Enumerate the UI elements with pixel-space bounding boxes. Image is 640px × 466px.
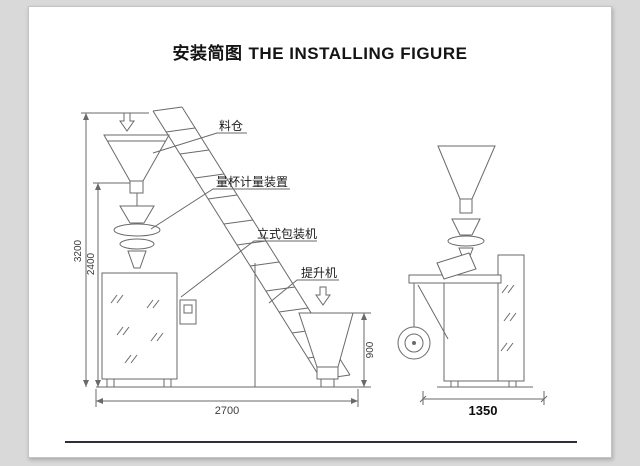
dimension-side-view-width-value: 1350	[469, 403, 498, 418]
side-table-brace	[417, 284, 449, 340]
control-panel	[179, 299, 197, 325]
elevator-hopper-legs	[320, 379, 335, 387]
measuring-device-side	[436, 218, 485, 280]
dimension-2700-lines	[95, 389, 359, 407]
callout-elevator-leader	[268, 279, 339, 304]
elevator-hopper	[298, 312, 354, 387]
dimension-900-lines	[353, 312, 371, 388]
dimension-1350-ticks	[419, 395, 548, 403]
side-view: 1350	[397, 145, 548, 418]
side-measuring-funnel	[451, 218, 481, 236]
side-column-hatch-marks	[500, 284, 517, 352]
page-title-cn: 安装简图	[172, 44, 243, 63]
side-table-top	[408, 274, 502, 284]
measuring-disc-lower	[119, 238, 155, 250]
callout-measuring-label: 量杯计量装置	[216, 175, 288, 189]
packing-machine-body	[101, 272, 197, 388]
dimension-elevator-hopper-height: 900	[353, 312, 376, 388]
installing-figure-diagram: 3200 2400	[65, 106, 577, 443]
callout-measuring-leader	[150, 188, 290, 230]
dimension-elevator-hopper-height-value: 900	[365, 341, 376, 358]
dimension-total-height: 3200	[73, 112, 149, 387]
side-foot-left	[450, 380, 459, 388]
dimension-3200-lines	[81, 112, 149, 387]
side-foot-right	[508, 380, 517, 388]
side-base	[437, 380, 533, 388]
film-roll-inner	[404, 333, 424, 353]
page-title-en: THE INSTALLING FIGURE	[248, 44, 468, 63]
side-column	[497, 254, 525, 382]
hopper-cone	[103, 134, 170, 182]
control-panel-screen	[183, 304, 193, 314]
dimension-floor-width: 2700	[95, 389, 359, 417]
callout-hopper-leader	[152, 132, 247, 154]
measuring-device-front	[113, 193, 161, 269]
side-hopper-cone	[437, 145, 496, 200]
hopper-neck	[129, 180, 144, 194]
dimension-total-height-value: 3200	[73, 239, 84, 262]
elevator-hopper-outlet	[316, 366, 339, 380]
dimension-floor-width-value: 2700	[215, 405, 239, 417]
elevator-hopper-cone	[298, 312, 354, 368]
callout-hopper: 料仓	[152, 119, 247, 154]
dimension-2400-lines	[93, 182, 130, 387]
film-roll	[397, 283, 431, 360]
cabinet-hatch-marks	[110, 294, 164, 364]
machine-cabinet	[101, 272, 178, 380]
callout-hopper-label: 料仓	[219, 119, 243, 133]
measuring-disc-upper	[113, 223, 161, 237]
dimension-side-view-width: 1350	[419, 391, 548, 418]
machine-foot-left	[106, 378, 115, 388]
dimension-1350-lines	[422, 391, 545, 405]
hopper-side	[437, 145, 496, 214]
down-arrow-icon	[119, 112, 135, 132]
callout-elevator: 提升机	[268, 265, 339, 304]
hopper-front	[103, 134, 170, 194]
callout-packing-label: 立式包装机	[257, 226, 317, 241]
down-arrow-icon	[315, 286, 331, 306]
film-roll-core	[412, 341, 416, 345]
side-hopper-neck	[459, 198, 473, 214]
measuring-outlet-cone	[127, 250, 147, 269]
front-view: 3200 2400	[73, 106, 376, 417]
callout-elevator-label: 提升机	[301, 265, 337, 280]
side-measuring-disc	[447, 235, 485, 247]
side-rear-column	[497, 254, 525, 382]
callout-packing-machine: 立式包装机	[180, 226, 317, 298]
dimension-machine-height: 2400	[86, 182, 130, 387]
dimension-machine-height-value: 2400	[86, 252, 97, 275]
callout-measuring-device: 量杯计量装置	[150, 175, 290, 230]
side-discharge-chute	[436, 252, 477, 280]
machine-foot-right	[163, 378, 172, 388]
measuring-funnel	[119, 205, 155, 224]
callout-packing-leader	[180, 240, 317, 298]
page-title: 安装简图 THE INSTALLING FIGURE	[29, 39, 611, 64]
